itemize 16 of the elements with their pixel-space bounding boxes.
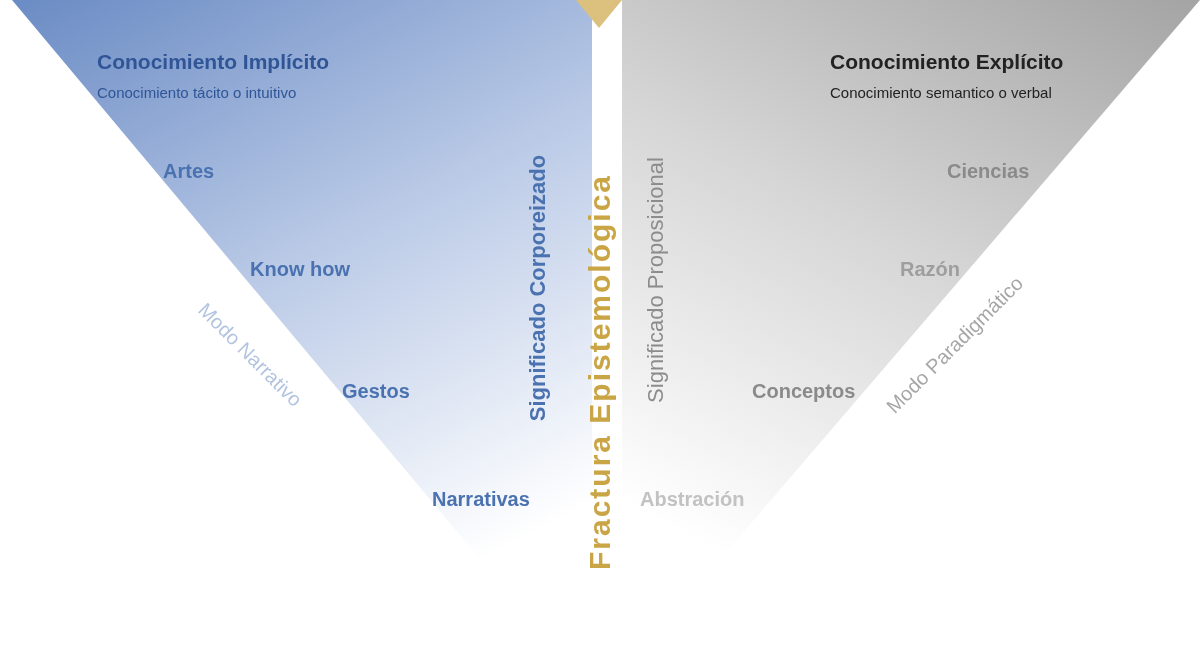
topic-label: Gestos xyxy=(342,380,410,403)
axis-label: Significado Proposicional xyxy=(643,157,669,403)
subtitle: Conocimiento semantico o verbal xyxy=(830,84,1052,102)
topic-label: Narrativas xyxy=(432,488,530,511)
topic-label: Know how xyxy=(250,258,350,281)
topic-label: Ciencias xyxy=(947,160,1030,183)
axis-label: Significado Corporeizado xyxy=(525,154,551,422)
heading: Conocimiento Explícito xyxy=(830,50,1064,75)
topic-label: Artes xyxy=(163,160,215,183)
subtitle: Conocimiento tácito o intuitivo xyxy=(97,84,297,102)
axis-label: Fractura Epistemológica xyxy=(582,173,617,571)
topic-label: Razón xyxy=(900,258,960,280)
topic-label: Abstración xyxy=(640,488,745,511)
heading: Conocimiento Implícito xyxy=(97,50,330,75)
topic-label: Conceptos xyxy=(752,380,856,403)
triangle-marker xyxy=(576,0,622,30)
